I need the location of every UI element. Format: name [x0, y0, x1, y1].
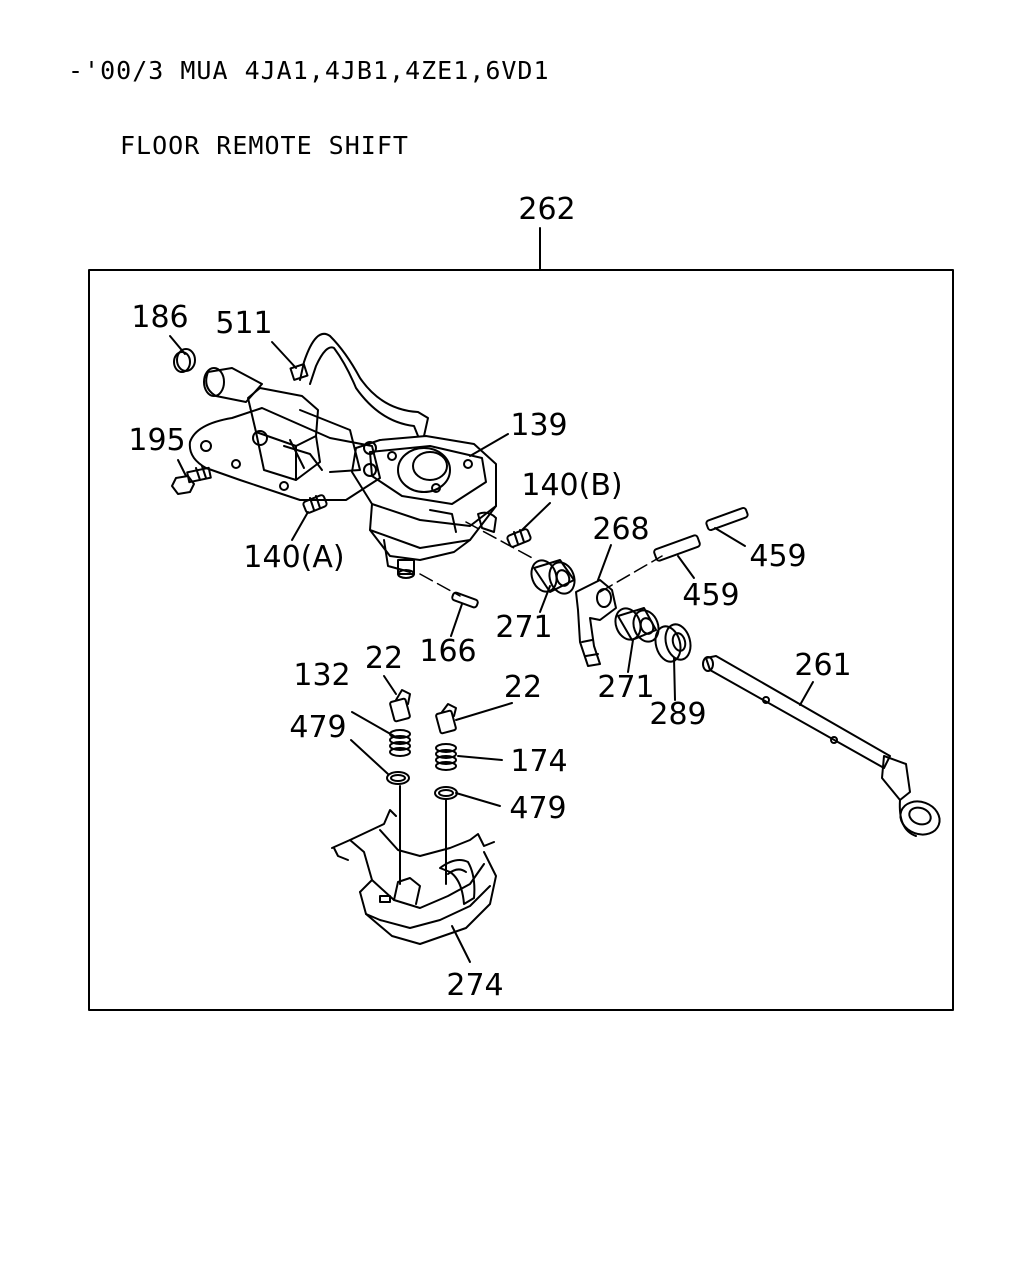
- header-model-line: -'00/3 MUA 4JA1,4JB1,4ZE1,6VD1: [68, 56, 550, 85]
- callout-174: 174: [510, 744, 567, 779]
- callout-195: 195: [128, 423, 185, 458]
- shift-rod-261: [702, 655, 941, 837]
- callout-140a: 140(A): [243, 540, 344, 575]
- bolt-195: [171, 465, 212, 495]
- callout-132: 132: [293, 658, 350, 693]
- callout-459-upper: 459: [749, 539, 806, 574]
- callout-140b: 140(B): [521, 468, 622, 503]
- callout-22-left: 22: [365, 641, 403, 676]
- callout-274: 274: [446, 968, 503, 1003]
- detent-22-right: [435, 703, 457, 735]
- pin-459-upper: [705, 506, 749, 532]
- oring-479-left: [386, 771, 410, 785]
- grease-nipple-140a: [302, 494, 328, 514]
- callout-labels: 186 511 195 139 140(B) 140(A) 268 459 45…: [128, 300, 851, 1003]
- bushing-271-left: [530, 559, 576, 595]
- assembly-frame: [88, 269, 954, 1011]
- callout-459-lower: 459: [682, 578, 739, 613]
- bushing-271-right: [614, 607, 660, 643]
- callout-271-right: 271: [597, 670, 654, 705]
- breather-hose-511: [289, 332, 429, 437]
- grease-nipple-140b: [506, 528, 532, 548]
- callout-271-left: 271: [495, 610, 552, 645]
- callout-139: 139: [510, 408, 567, 443]
- leader-lines: [169, 335, 814, 963]
- oring-479-right: [434, 786, 458, 800]
- spring-132: [389, 729, 411, 757]
- spring-174: [435, 743, 457, 771]
- plug-186: [173, 348, 196, 373]
- header-title-line: FLOOR REMOTE SHIFT: [120, 131, 409, 160]
- cover-274: [331, 785, 497, 945]
- callout-479-left: 479: [289, 710, 346, 745]
- callout-511: 511: [215, 306, 272, 341]
- callout-166: 166: [419, 634, 476, 669]
- detent-22-left: [389, 689, 411, 723]
- diagram-header: -'00/3 MUA 4JA1,4JB1,4ZE1,6VD1 FLOOR REM…: [68, 8, 550, 183]
- callout-289: 289: [649, 697, 706, 732]
- callout-479-right: 479: [509, 791, 566, 826]
- pin-459-lower: [653, 534, 701, 562]
- bearing-289: [654, 623, 692, 663]
- pin-166: [451, 591, 479, 609]
- shift-housing: [188, 367, 497, 579]
- callout-186: 186: [131, 300, 188, 335]
- callout-22-right: 22: [504, 670, 542, 705]
- callout-268: 268: [592, 512, 649, 547]
- shift-lever-268: [575, 579, 617, 667]
- callout-261: 261: [794, 648, 851, 683]
- assembly-label: 262: [518, 192, 575, 227]
